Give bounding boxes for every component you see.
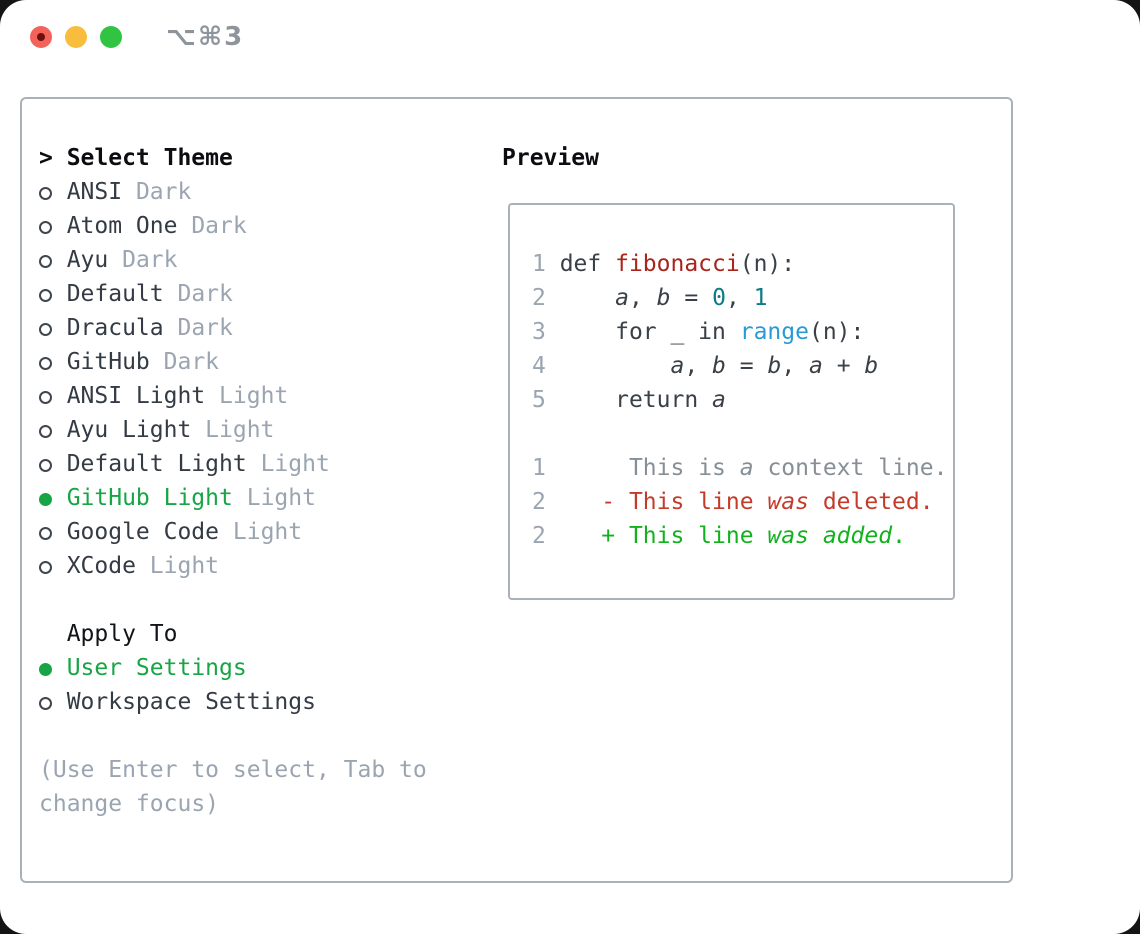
- select-theme-header: > Select Theme: [39, 141, 427, 175]
- theme-option-ayu-dark[interactable]: Ayu Dark: [39, 243, 427, 277]
- diff-context-line: 1 This is a context line.: [532, 455, 948, 481]
- radio-icon: [39, 459, 52, 472]
- theme-tag: Light: [260, 451, 330, 477]
- radio-icon: [39, 561, 52, 574]
- radio-icon: [39, 527, 52, 540]
- theme-menu: > Select Theme ANSI Dark Atom One Dark Ay…: [39, 141, 427, 821]
- radio-icon: [39, 221, 52, 234]
- code-line-blank: [532, 417, 947, 451]
- code-preview: 1 def fibonacci(n): 2 a, b = 0, 1 3 for …: [532, 247, 947, 553]
- hint-line-1: (Use Enter to select, Tab to: [39, 757, 427, 783]
- spacer: [39, 719, 427, 753]
- zoom-button-icon[interactable]: [100, 26, 122, 48]
- theme-tag: Dark: [191, 213, 247, 239]
- theme-tag: Light: [149, 553, 220, 579]
- theme-option-dracula-dark[interactable]: Dracula Dark: [39, 311, 427, 345]
- radio-selected-icon: [39, 493, 52, 506]
- theme-option-ayu-light[interactable]: Ayu Light Light: [39, 413, 427, 447]
- select-theme-title: Select Theme: [66, 145, 233, 171]
- apply-option-workspace-settings[interactable]: Workspace Settings: [39, 685, 427, 719]
- theme-option-default-dark[interactable]: Default Dark: [39, 277, 427, 311]
- theme-option-atom-one-dark[interactable]: Atom One Dark: [39, 209, 427, 243]
- hint-line-2: change focus): [39, 791, 220, 817]
- theme-tag: Dark: [163, 349, 220, 375]
- theme-tag: Light: [219, 383, 289, 409]
- theme-option-github-dark[interactable]: GitHub Dark: [39, 345, 427, 379]
- radio-icon: [39, 391, 52, 404]
- code-line: 2 a, b = 0, 1: [532, 285, 768, 311]
- preview-title: Preview: [502, 145, 599, 171]
- code-line: 4 a, b = b, a + b: [532, 353, 879, 379]
- close-button-icon[interactable]: [30, 26, 52, 48]
- theme-option-github-light[interactable]: GitHub Light Light: [39, 481, 427, 515]
- diff-added-line: 2 + This line was added.: [532, 523, 906, 549]
- radio-icon: [39, 697, 52, 710]
- minimize-button-icon[interactable]: [65, 26, 87, 48]
- cursor-icon: >: [39, 145, 53, 171]
- radio-icon: [39, 357, 52, 370]
- code-line: 5 return a: [532, 387, 726, 413]
- theme-tag: Dark: [177, 281, 233, 307]
- radio-icon: [39, 425, 52, 438]
- theme-tag: Dark: [177, 315, 233, 341]
- theme-option-ansi-light[interactable]: ANSI Light Light: [39, 379, 427, 413]
- theme-picker-panel: > Select Theme ANSI Dark Atom One Dark Ay…: [20, 97, 1013, 883]
- theme-option-xcode[interactable]: XCode Light: [39, 549, 427, 583]
- theme-tag: Dark: [122, 247, 178, 273]
- radio-icon: [39, 255, 52, 268]
- radio-selected-icon: [39, 663, 52, 676]
- theme-option-default-light[interactable]: Default Light Light: [39, 447, 427, 481]
- radio-icon: [39, 289, 52, 302]
- theme-tag: Light: [246, 485, 316, 511]
- code-line: 3 for _ in range(n):: [532, 319, 865, 345]
- window-title: ⌥⌘3: [166, 22, 245, 52]
- titlebar: ⌥⌘3: [0, 0, 1140, 74]
- preview-pane: 1 def fibonacci(n): 2 a, b = 0, 1 3 for …: [508, 203, 955, 600]
- theme-tag: Dark: [135, 179, 192, 205]
- radio-icon: [39, 187, 52, 200]
- theme-tag: Light: [232, 519, 303, 545]
- theme-option-ansi-dark[interactable]: ANSI Dark: [39, 175, 427, 209]
- theme-tag: Light: [205, 417, 275, 443]
- spacer: [39, 583, 427, 617]
- apply-option-user-settings[interactable]: User Settings: [39, 651, 427, 685]
- diff-deleted-line: 2 - This line was deleted.: [532, 489, 934, 515]
- code-line: 1 def fibonacci(n):: [532, 251, 796, 277]
- apply-to-header: Apply To: [66, 621, 178, 647]
- theme-option-google-code[interactable]: Google Code Light: [39, 515, 427, 549]
- radio-icon: [39, 323, 52, 336]
